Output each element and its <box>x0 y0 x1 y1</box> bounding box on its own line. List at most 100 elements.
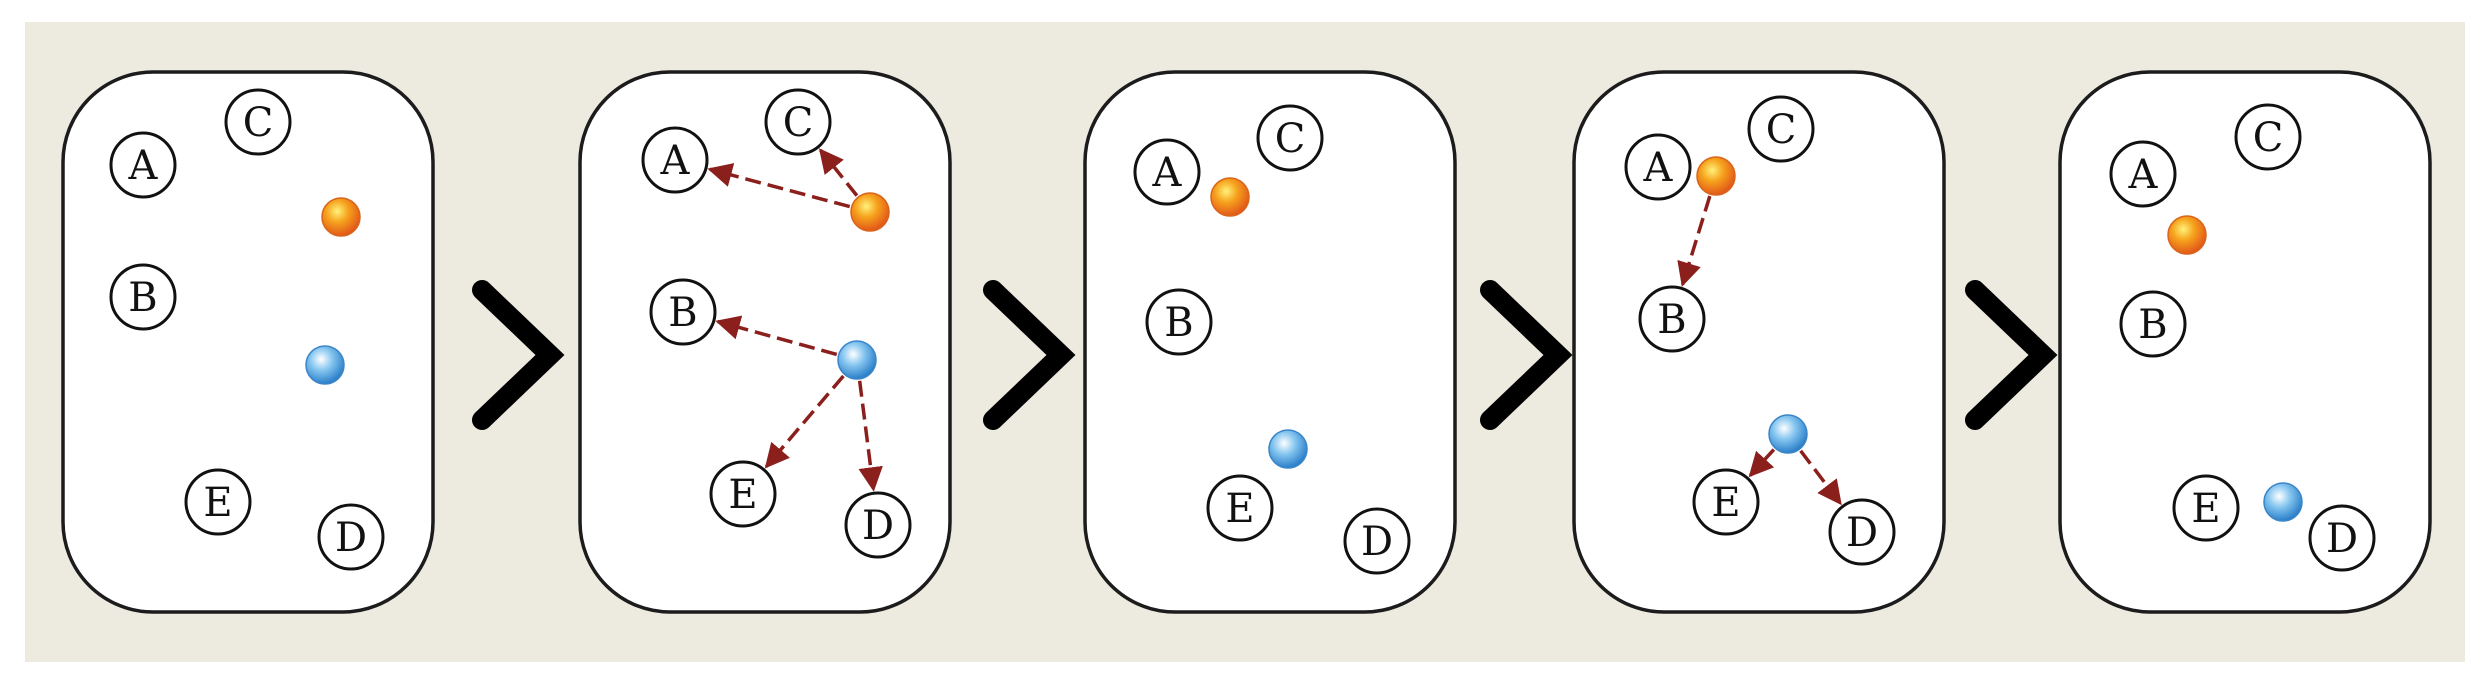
node-b: B <box>109 263 177 331</box>
node-e: E <box>1692 468 1760 536</box>
blue-ball <box>1268 429 1308 469</box>
node-b: B <box>649 278 717 346</box>
arrow-blue-to-d <box>857 380 883 492</box>
node-d: D <box>1828 498 1896 566</box>
node-d: D <box>317 503 385 571</box>
node-circle <box>2234 103 2302 171</box>
node-label: A <box>128 143 159 189</box>
chevron-right-icon <box>1480 280 1573 430</box>
panel-frame <box>2058 70 2432 614</box>
node-circle <box>2308 504 2376 572</box>
node-label: C <box>243 100 274 146</box>
blue-ball <box>305 345 345 385</box>
node-label: A <box>1643 145 1674 191</box>
arrow-blue-to-e <box>764 374 845 469</box>
node-a: A <box>641 126 709 194</box>
node-label: E <box>728 472 757 518</box>
panel-frame <box>1572 70 1946 614</box>
node-circle <box>317 503 385 571</box>
node-circle <box>1256 104 1324 172</box>
node-d: D <box>2308 504 2376 572</box>
panel-4: A C B E D <box>1572 70 1946 614</box>
node-circle <box>709 460 777 528</box>
node-label: D <box>2326 516 2358 562</box>
node-e: E <box>2172 474 2240 542</box>
node-circle <box>649 278 717 346</box>
orange-ball <box>2167 215 2207 255</box>
panel-frame <box>1083 70 1457 614</box>
node-circle <box>1133 138 1201 206</box>
blue-ball <box>837 340 877 380</box>
node-label: C <box>1275 116 1306 162</box>
arrow-orange-to-c <box>818 148 859 197</box>
panels-group: A C B E D A C B E D A C B E D A C B E D A C B E D <box>61 70 2432 614</box>
node-c: C <box>224 88 292 156</box>
node-b: B <box>1638 285 1706 353</box>
panel-2: A C B E D <box>578 70 952 614</box>
panel-3: A C B E D <box>1083 70 1457 614</box>
chevron-right-icon <box>983 280 1076 430</box>
node-label: D <box>1846 510 1878 556</box>
chevron-right-icon <box>1965 280 2058 430</box>
node-e: E <box>709 460 777 528</box>
arrow-orange-to-a <box>707 163 851 209</box>
node-b: B <box>1145 288 1213 356</box>
node-c: C <box>1747 95 1815 163</box>
orange-ball <box>850 192 890 232</box>
orange-ball <box>1696 156 1736 196</box>
node-label: B <box>1657 297 1686 343</box>
node-a: A <box>2109 140 2177 208</box>
node-a: A <box>1133 138 1201 206</box>
node-c: C <box>764 88 832 156</box>
arrow-orange-to-b <box>1677 195 1712 287</box>
node-label: C <box>1766 107 1797 153</box>
node-c: C <box>1256 104 1324 172</box>
node-label: A <box>2128 152 2159 198</box>
node-label: E <box>1225 486 1254 532</box>
node-label: B <box>128 275 157 321</box>
node-label: B <box>1164 300 1193 346</box>
node-a: A <box>109 131 177 199</box>
node-label: A <box>1152 150 1183 196</box>
blue-ball <box>1768 414 1808 454</box>
node-a: A <box>1624 133 1692 201</box>
node-c: C <box>2234 103 2302 171</box>
node-circle <box>1638 285 1706 353</box>
node-label: B <box>2138 302 2167 348</box>
node-circle <box>184 468 252 536</box>
node-d: D <box>844 491 912 559</box>
arrow-blue-to-d <box>1799 449 1842 506</box>
node-e: E <box>184 468 252 536</box>
node-circle <box>1828 498 1896 566</box>
node-circle <box>109 131 177 199</box>
node-circle <box>764 88 832 156</box>
node-circle <box>2119 290 2187 358</box>
node-label: C <box>2253 115 2284 161</box>
node-circle <box>2172 474 2240 542</box>
node-circle <box>1145 288 1213 356</box>
node-label: A <box>660 138 691 184</box>
node-circle <box>109 263 177 331</box>
node-circle <box>1624 133 1692 201</box>
node-label: B <box>668 290 697 336</box>
orange-ball <box>1210 177 1250 217</box>
node-label: E <box>203 480 232 526</box>
node-label: C <box>783 100 814 146</box>
node-circle <box>1343 507 1411 575</box>
node-circle <box>1692 468 1760 536</box>
node-circle <box>641 126 709 194</box>
node-label: D <box>862 503 894 549</box>
node-d: D <box>1343 507 1411 575</box>
node-label: E <box>1711 480 1740 526</box>
node-e: E <box>1206 474 1274 542</box>
node-circle <box>224 88 292 156</box>
arrow-blue-to-b <box>715 315 838 357</box>
chevron-right-icon <box>472 280 565 430</box>
node-label: D <box>1361 519 1393 565</box>
node-circle <box>1747 95 1815 163</box>
node-label: D <box>335 515 367 561</box>
node-circle <box>2109 140 2177 208</box>
node-b: B <box>2119 290 2187 358</box>
panel-5: A C B E D <box>2058 70 2432 614</box>
